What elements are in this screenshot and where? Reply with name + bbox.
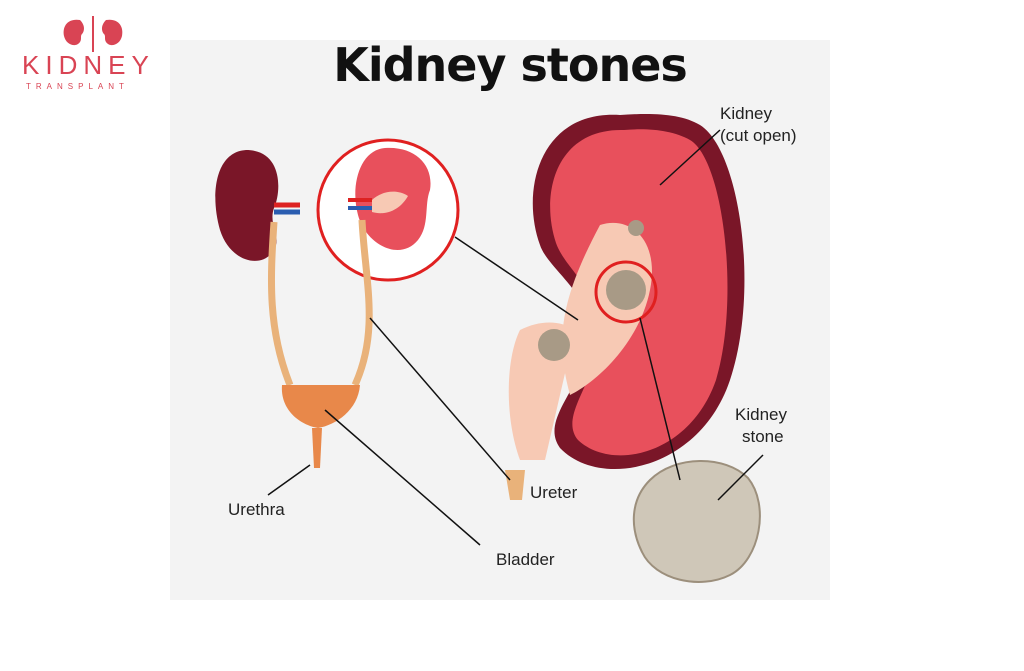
left-kidney [215, 150, 300, 261]
right-ureter [351, 219, 373, 387]
kidney-stone-label-line1: Kidney [735, 405, 787, 424]
left-ureter [268, 221, 294, 387]
kidney-logo-icon [63, 16, 123, 52]
bladder-label: Bladder [496, 550, 555, 569]
logo-word: KIDNEY [22, 50, 155, 80]
stone-inside-3 [628, 220, 644, 236]
page-title: Kidney stones [333, 38, 688, 92]
leader-lines [267, 129, 764, 546]
ureter-label: Ureter [530, 483, 578, 502]
kidney-cut-open-label-line2: (cut open) [720, 126, 797, 145]
kidney-cut-open-label-line1: Kidney [720, 104, 772, 123]
right-kidney-highlight [316, 138, 460, 282]
kidney-stone-large [632, 460, 761, 583]
stone-highlight-circle [594, 260, 658, 324]
kidney-transplant-logo: KIDNEY TRANSPLANT [22, 12, 164, 92]
stone-inside-2 [538, 329, 570, 361]
urethra-label: Urethra [228, 500, 285, 519]
stone-inside-1 [606, 270, 646, 310]
logo-subword: TRANSPLANT [26, 82, 129, 91]
bladder-shape [281, 385, 360, 468]
kidney-stone-label-line2: stone [742, 427, 784, 446]
